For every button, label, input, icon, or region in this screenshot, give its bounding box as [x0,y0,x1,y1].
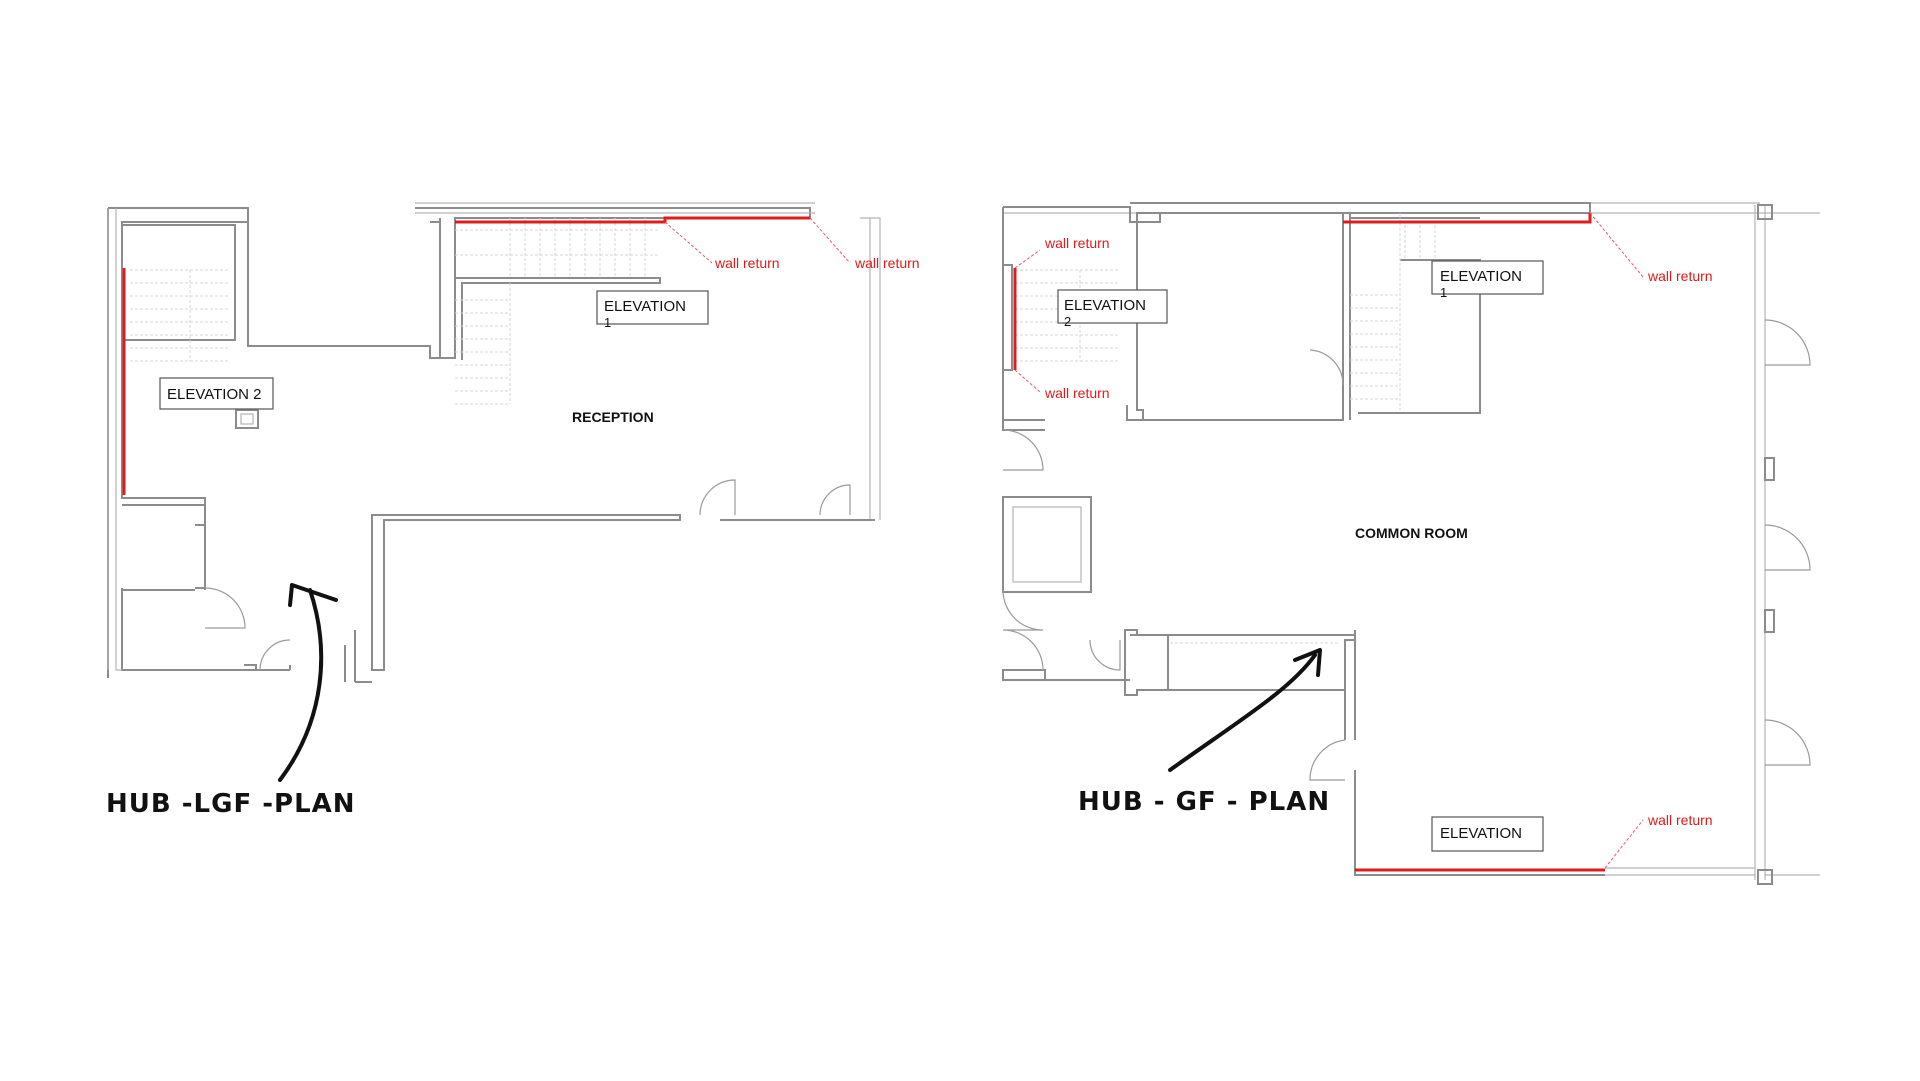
lgf-note-1: wall return [714,255,780,271]
lgf-elevation-1-tag: ELEVATION 1 [596,290,709,330]
lgf-hand-arrowhead [288,583,338,607]
lgf-door-arc-2 [699,479,736,516]
gf-note-leader-2 [1014,369,1041,393]
lgf-plan: wall return wall return ELEVATION 1 ELEV… [106,202,920,819]
gf-note-leader-1 [1014,249,1041,269]
lgf-outer-wall-thin [107,202,881,671]
svg-text:1: 1 [604,315,611,330]
lgf-corridor-wall [430,218,875,521]
svg-text:ELEVATION 2: ELEVATION 2 [167,386,261,403]
svg-text:ELEVATION: ELEVATION [1064,297,1146,314]
gf-corner-post-1 [1757,204,1773,220]
lgf-elevation-2-tag: ELEVATION 2 [159,377,274,410]
lgf-door-arc-4 [259,639,291,671]
gf-door-arc-4 [1309,349,1344,386]
svg-text:ELEVATION: ELEVATION [1440,825,1522,842]
lgf-room-label: RECEPTION [572,409,654,425]
lgf-door-arc-3 [819,484,851,516]
lgf-pier [235,409,259,429]
gf-hand-arrow [1168,653,1317,772]
gf-right-pier-1 [1764,457,1775,481]
lgf-elevation-1-wall [455,216,810,224]
lgf-plan-title: HUB -LGF -PLAN [106,789,356,819]
lgf-door-arc-1 [204,587,246,629]
gf-elevation-2-tag: ELEVATION 2 [1057,289,1168,329]
lgf-lower-rooms [122,504,372,683]
gf-door-arc-3 [1089,639,1121,671]
gf-room-label: COMMON ROOM [1355,525,1468,541]
lgf-note-2: wall return [854,255,920,271]
gf-note-4: wall return [1647,812,1713,828]
gf-lift-shaft [1002,496,1092,593]
gf-right-doors [1764,319,1811,766]
lgf-note-leader-2 [809,217,851,264]
gf-plan-title: HUB - GF - PLAN [1078,787,1330,817]
gf-left-stair-box [1002,264,1013,371]
lgf-hand-arrow [278,588,324,782]
gf-note-3: wall return [1647,268,1713,284]
gf-right-pier-2 [1764,609,1775,633]
gf-door-arc-1 [1002,429,1044,471]
gf-elevation-3-tag: ELEVATION [1431,816,1544,852]
svg-text:ELEVATION: ELEVATION [604,298,686,315]
gf-corner-post-2 [1757,869,1773,885]
gf-core-wall [1045,629,1605,876]
lgf-left-stairs [130,269,230,362]
gf-note-2: wall return [1044,385,1110,401]
lgf-stair-wall [122,224,236,341]
gf-note-1: wall return [1044,235,1110,251]
gf-right-stairs [1350,213,1436,410]
lgf-pier-inner [240,413,254,425]
lgf-note-leader-1 [664,221,713,264]
gf-elevation-1-tag: ELEVATION 1 [1431,260,1544,300]
gf-note-leader-4 [1604,819,1644,869]
gf-lift-inner [1012,506,1082,583]
gf-plan: wall return wall return wall return wall… [1002,202,1820,885]
gf-door-arc-2 [1002,589,1044,671]
lgf-top-stairs [455,218,660,405]
svg-text:ELEVATION: ELEVATION [1440,268,1522,285]
svg-text:2: 2 [1064,314,1071,329]
gf-hand-arrowhead [1293,648,1322,677]
lgf-reception-wall [371,277,681,671]
gf-door-arc-5 [1309,739,1346,781]
gf-elevation-1-wall [1343,213,1592,224]
gf-note-leader-3 [1589,212,1644,278]
svg-text:1: 1 [1440,285,1447,300]
gf-left-walls [1002,420,1046,681]
